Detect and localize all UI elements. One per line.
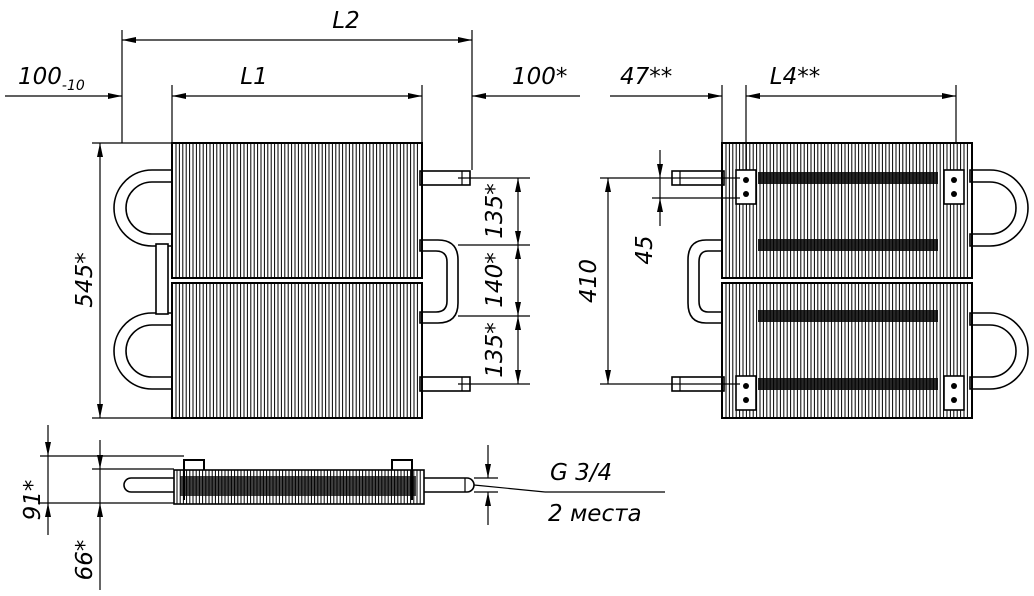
front-left-bends (113, 169, 173, 390)
dim-left-offset: 100-10 (18, 64, 85, 94)
front-fin-panel-bottom (171, 282, 423, 419)
side-view (671, 142, 1029, 419)
dim-l2: L2 (332, 8, 359, 34)
dim-l1: L1 (240, 64, 267, 90)
front-fin-panel-top (171, 142, 423, 279)
dim-mount-spacing: 45 (632, 235, 658, 264)
dim-height-side: 410 (576, 259, 602, 303)
dim-height-total: 545* (72, 252, 98, 307)
side-fin-panel-top (721, 142, 973, 279)
dim-depth-pipe: 66* (72, 540, 98, 581)
top-view (123, 459, 475, 505)
front-fins (175, 143, 418, 418)
top-bracket-left (183, 459, 205, 500)
front-right-bend (419, 239, 459, 324)
side-fin-panel-bottom (721, 282, 973, 419)
dim-l4: L4** (770, 64, 820, 90)
dim-gap-bottom: 135* (482, 322, 508, 377)
dim-side-offset: 47** (620, 64, 672, 90)
dim-gap-mid: 140* (482, 252, 508, 307)
dim-right-offset: 100* (512, 64, 567, 90)
side-left-bend (687, 239, 723, 324)
dim-gap-top: 135* (482, 183, 508, 238)
thread-count-label: 2 места (548, 501, 642, 527)
side-mount-brackets (735, 169, 965, 411)
front-view (113, 142, 471, 419)
side-tube-bands (758, 172, 938, 390)
dimensions: L2 L1 100-10 100* 47** L4** 545* 135* 14… (5, 8, 957, 590)
side-right-bend-top (969, 169, 1029, 247)
dim-depth-total: 91* (20, 480, 46, 521)
front-left-collector (155, 243, 169, 315)
side-right-bend-bottom (969, 312, 1029, 390)
top-bracket-right (391, 459, 413, 500)
thread-label: G 3/4 (550, 460, 612, 486)
side-fins (725, 143, 968, 418)
